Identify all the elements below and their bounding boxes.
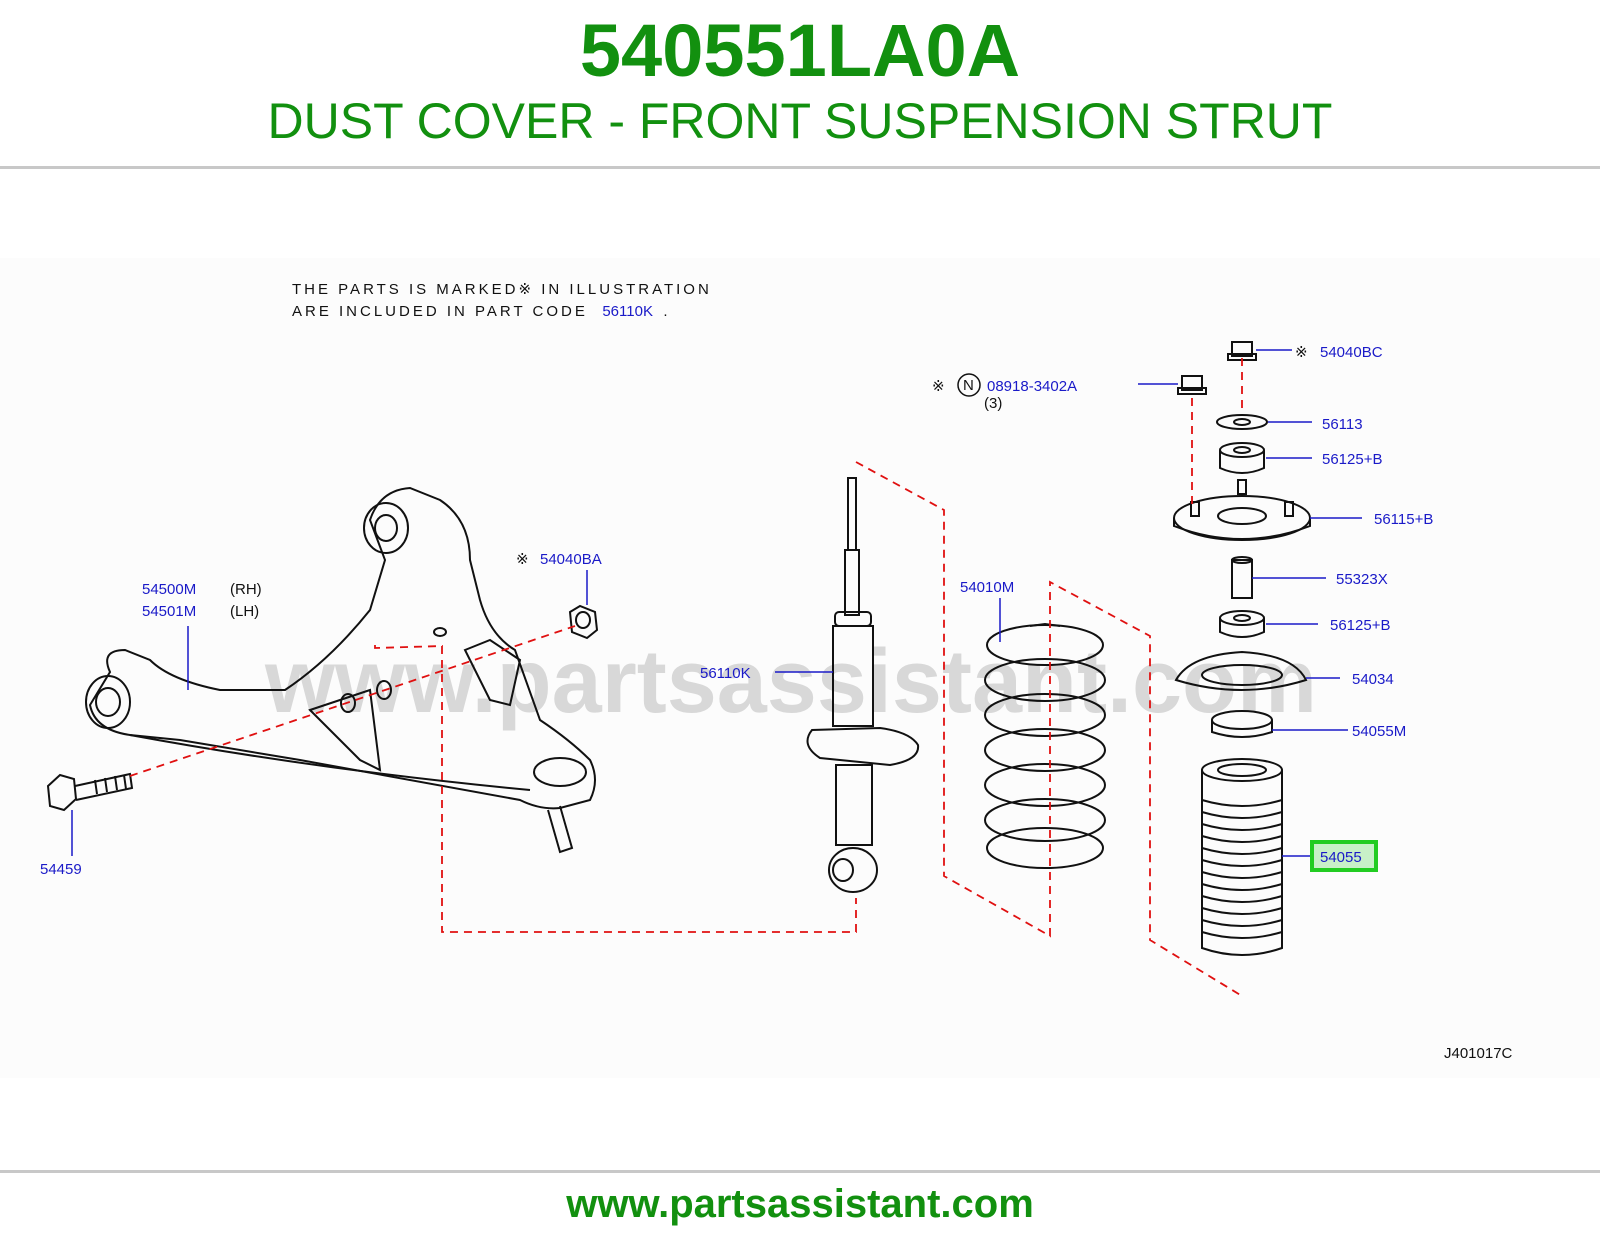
label-56125B-lower[interactable]: 56125+B [1330, 617, 1390, 634]
sleeve-55323X [1231, 556, 1253, 599]
label-54055M[interactable]: 54055M [1352, 723, 1406, 740]
washer-56113 [1216, 414, 1268, 430]
watermark-text: www.partsassistant.com [264, 632, 1317, 732]
lower-control-arm [85, 486, 596, 854]
part-number-title: 540551LA0A [579, 9, 1021, 92]
note-part-code: 56110K [602, 303, 653, 320]
footer-website-link[interactable]: www.partsassistant.com [566, 1182, 1034, 1226]
figure-code: J401017C [1444, 1045, 1513, 1062]
coil-spring-54010M [984, 622, 1106, 869]
label-54501M-side: (LH) [230, 603, 259, 620]
part-labels: ※ 54040BC ※ N 08918-3402A (3) 56113 5612… [40, 344, 1513, 1062]
part-description: DUST COVER - FRONT SUSPENSION STRUT [267, 93, 1333, 149]
bump-stop-54055M [1211, 710, 1273, 738]
label-54500M-side: (RH) [230, 581, 262, 598]
note-line-2-prefix: ARE INCLUDED IN PART CODE [292, 303, 588, 320]
footer-divider [0, 1170, 1600, 1173]
bolt-54459 [46, 772, 134, 812]
label-08918-3402A[interactable]: 08918-3402A [987, 378, 1077, 395]
label-54010M[interactable]: 54010M [960, 579, 1014, 596]
bushing-56125-lower [1219, 610, 1265, 638]
circled-n-icon [957, 373, 981, 397]
label-54500M[interactable]: 54500M [142, 581, 196, 598]
leader-lines [71, 349, 1362, 857]
header-divider [0, 166, 1600, 169]
parts-diagram-svg: www.partsassistant.com THE PARTS IS MARK… [0, 258, 1600, 1078]
label-54040BA[interactable]: 54040BA [540, 551, 602, 568]
label-08918-qty: (3) [984, 395, 1002, 412]
label-56113[interactable]: 56113 [1322, 416, 1363, 433]
spring-seat-54034 [1174, 650, 1308, 691]
bushing-56125-upper [1219, 442, 1265, 474]
circled-n-letter: N [963, 377, 974, 394]
label-54055[interactable]: 54055 [1320, 849, 1362, 866]
label-54501M[interactable]: 54501M [142, 603, 196, 620]
marker-symbol-54040BC: ※ [1295, 344, 1308, 361]
dust-cover-54055 [1201, 758, 1283, 956]
label-54040BC[interactable]: 54040BC [1320, 344, 1383, 361]
nut-54040BA [568, 604, 599, 640]
note-period: . [663, 303, 667, 320]
marker-symbol-08918: ※ [932, 378, 945, 395]
marker-symbol-54040BA: ※ [516, 551, 529, 568]
nut-08918-3402A [1177, 375, 1207, 395]
label-54459[interactable]: 54459 [40, 861, 82, 878]
label-54034[interactable]: 54034 [1352, 671, 1394, 688]
highlighted-part-box[interactable] [1310, 840, 1378, 872]
note-line-2: ARE INCLUDED IN PART CODE 56110K . [292, 303, 668, 320]
note-line-1: THE PARTS IS MARKED※ IN ILLUSTRATION [292, 281, 712, 298]
label-56115B[interactable]: 56115+B [1374, 511, 1433, 528]
label-56125B-upper[interactable]: 56125+B [1322, 451, 1382, 468]
label-55323X[interactable]: 55323X [1336, 571, 1388, 588]
label-56110K[interactable]: 56110K [700, 665, 751, 682]
shock-absorber-56110K [806, 477, 920, 893]
parts-diagram: www.partsassistant.com THE PARTS IS MARK… [0, 258, 1600, 1078]
assembly-dashed-lines [129, 358, 1243, 997]
page-header: 540551LA0A DUST COVER - FRONT SUSPENSION… [0, 0, 1600, 168]
